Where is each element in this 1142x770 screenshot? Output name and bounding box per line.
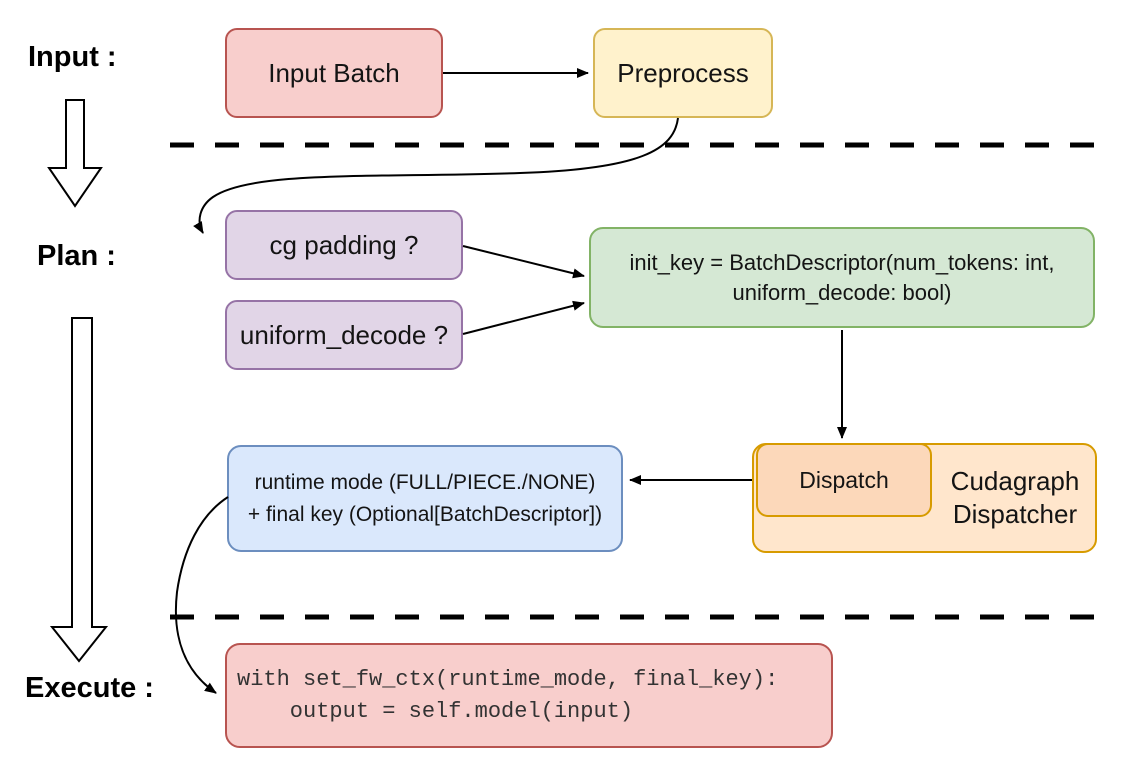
edge-uniform-decode-to-init-key: [462, 300, 585, 335]
node-uniform-decode-label: uniform_decode ?: [239, 319, 449, 350]
stage-label-plan: Plan :: [37, 240, 116, 272]
node-cg-padding: cg padding ?: [225, 210, 463, 280]
stage-arrow-plan-to-execute-icon: [49, 317, 109, 663]
node-preprocess: Preprocess: [593, 28, 773, 118]
node-input-batch-label: Input Batch: [268, 57, 400, 88]
node-init-key: init_key = BatchDescriptor(num_tokens: i…: [589, 227, 1095, 328]
execute-code-snippet: with set_fw_ctx(runtime_mode, final_key)…: [237, 666, 779, 724]
edge-runtime-mode-to-execute-code: [174, 496, 229, 694]
stage-arrow-input-to-plan-icon: [47, 99, 103, 208]
stage-label-input: Input :: [28, 41, 117, 73]
node-uniform-decode: uniform_decode ?: [225, 300, 463, 370]
node-input-batch: Input Batch: [225, 28, 443, 118]
node-init-key-line2: uniform_decode: bool): [732, 279, 952, 305]
edge-cg-padding-to-init-key: [462, 245, 585, 279]
node-cudagraph-dispatcher-label: Cudagraph Dispatcher: [950, 466, 1080, 529]
node-preprocess-label: Preprocess: [617, 57, 749, 88]
node-runtime-mode-line2: + final key (Optional[BatchDescriptor]): [247, 502, 603, 526]
node-dispatch-label: Dispatch: [799, 466, 889, 493]
node-runtime-mode-line1: runtime mode (FULL/PIECE./NONE): [254, 470, 596, 494]
node-execute-code: with set_fw_ctx(runtime_mode, final_key)…: [225, 643, 833, 748]
node-dispatch: Dispatch: [756, 443, 932, 517]
stage-label-execute: Execute :: [25, 672, 154, 704]
node-cg-padding-label: cg padding ?: [269, 229, 419, 260]
node-runtime-mode: runtime mode (FULL/PIECE./NONE) + final …: [227, 445, 623, 552]
node-init-key-line1: init_key = BatchDescriptor(num_tokens: i…: [629, 249, 1055, 275]
